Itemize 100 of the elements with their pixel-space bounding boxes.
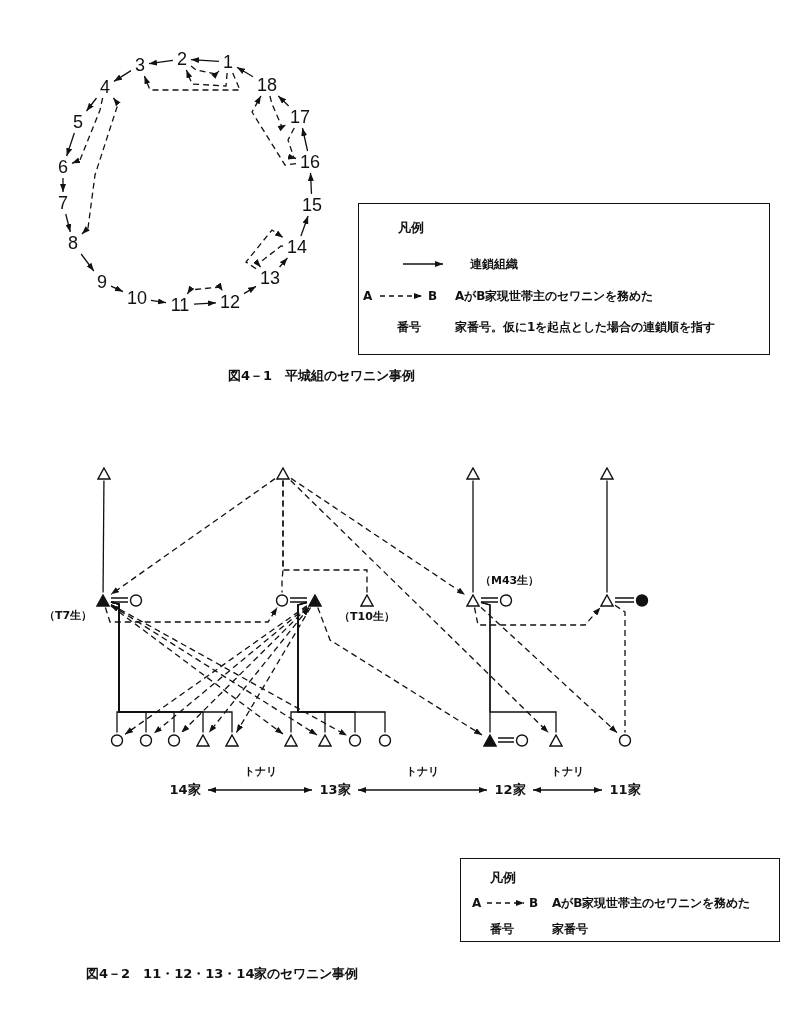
house-number: 1 (220, 52, 236, 72)
arrow (110, 285, 124, 293)
dashed-arrow (143, 72, 241, 91)
arrow (243, 285, 257, 295)
arrow (148, 59, 174, 66)
dashed-double-arrow (81, 97, 121, 235)
marriage-line (110, 597, 129, 603)
legend-heading: 凡例 (398, 219, 424, 237)
arrow (278, 257, 289, 268)
dashed-line (614, 604, 626, 734)
legend-letter: B (428, 289, 438, 303)
birth-year-note: （T7生） (44, 608, 93, 623)
circle-symbol (275, 593, 289, 607)
triangle-symbol (600, 593, 614, 607)
dashed-arrow (287, 127, 297, 160)
dashed-arrow (71, 97, 104, 164)
triangle-symbol (466, 466, 480, 480)
house-number: 3 (132, 55, 148, 75)
arrow (60, 177, 66, 193)
circle-symbol (618, 733, 632, 747)
legend-heading: 凡例 (490, 869, 516, 887)
dashed-arrow (104, 606, 278, 623)
dashed-arrow (317, 606, 483, 736)
dashed-arrow (190, 65, 220, 79)
circle-symbol (499, 593, 513, 607)
double-arrow (207, 787, 313, 793)
triangle-symbol (466, 593, 480, 607)
house-number: 15 (299, 195, 325, 215)
legend-text: 家番号。仮に1を起点とした場合の連鎖順を指す (455, 319, 716, 336)
marriage-line (614, 597, 635, 603)
house-label: 13家 (313, 781, 357, 799)
dashed-double-arrow (208, 606, 310, 734)
dashed-double-arrow (186, 282, 224, 295)
arrow (236, 66, 254, 78)
house-number: 10 (124, 288, 150, 308)
circle-symbol (129, 593, 143, 607)
triangle-symbol (284, 733, 298, 747)
arrow (85, 97, 98, 112)
filled-triangle-symbol (308, 593, 322, 607)
dashed-arrow (269, 95, 287, 132)
birth-year-note: （T10生） (339, 609, 395, 624)
arrow (193, 300, 217, 307)
dashed-arrow (110, 478, 276, 595)
legend-text: AがB家現世帯主のセワニンを務めた (552, 895, 751, 912)
legend-text: 家番号 (552, 921, 588, 938)
circle-symbol (139, 733, 153, 747)
dashed-arrow (153, 606, 308, 734)
marriage-line (497, 737, 515, 743)
dashed-arrow (480, 606, 618, 734)
legend-text: AがB家現世帯主のセワニンを務めた (455, 288, 654, 305)
dashed-arrow (245, 229, 284, 270)
house-number: 16 (297, 152, 323, 172)
triangle-symbol (600, 466, 614, 480)
legend-letter: A (472, 896, 482, 910)
triangle-symbol (360, 593, 374, 607)
house-number: 18 (254, 75, 280, 95)
arrow (80, 253, 95, 272)
house-number: 5 (70, 112, 86, 132)
arrow (277, 95, 290, 107)
circle-symbol (348, 733, 362, 747)
house-label: 11家 (603, 781, 647, 799)
arrow (65, 213, 72, 233)
house-number: 14 (284, 237, 310, 257)
birth-year-note: （M43生） (480, 573, 540, 588)
house-number: 11 (167, 295, 193, 315)
house-label: 14家 (163, 781, 207, 799)
line (297, 601, 386, 734)
dashed-arrow (253, 245, 284, 268)
line (110, 601, 233, 734)
dashed-arrow (251, 95, 297, 166)
house-number: 12 (217, 292, 243, 312)
double-arrow (357, 787, 488, 793)
circle-symbol (110, 733, 124, 747)
triangle-symbol (549, 733, 563, 747)
legend-letter: A (363, 289, 373, 303)
filled-triangle-symbol (483, 733, 497, 747)
dashed-arrow (473, 606, 602, 626)
house-label: 12家 (488, 781, 532, 799)
arrow (113, 70, 132, 82)
house-number: 8 (65, 233, 81, 253)
marriage-line (480, 597, 499, 603)
figure-caption: 図4－2 11・12・13・14家のセワニン事例 (86, 965, 359, 983)
arrow (301, 127, 309, 152)
figure-caption: 図4－1 平城組のセワニン事例 (228, 367, 416, 385)
circle-symbol (515, 733, 529, 747)
circle-symbol (378, 733, 392, 747)
line (480, 601, 557, 734)
marriage-line (289, 597, 308, 603)
filled-triangle-symbol (96, 593, 110, 607)
house-number: 9 (94, 272, 110, 292)
legend-text: 連鎖組織 (470, 256, 518, 273)
dashed-line (282, 479, 368, 594)
dashed-arrow (235, 606, 312, 734)
dashed-arrow (180, 606, 309, 734)
legend-letter: B (529, 896, 539, 910)
dashed-arrow (290, 479, 549, 734)
arrow (300, 215, 309, 237)
triangle-symbol (225, 733, 239, 747)
filled-circle-symbol (635, 593, 649, 607)
triangle-symbol (318, 733, 332, 747)
